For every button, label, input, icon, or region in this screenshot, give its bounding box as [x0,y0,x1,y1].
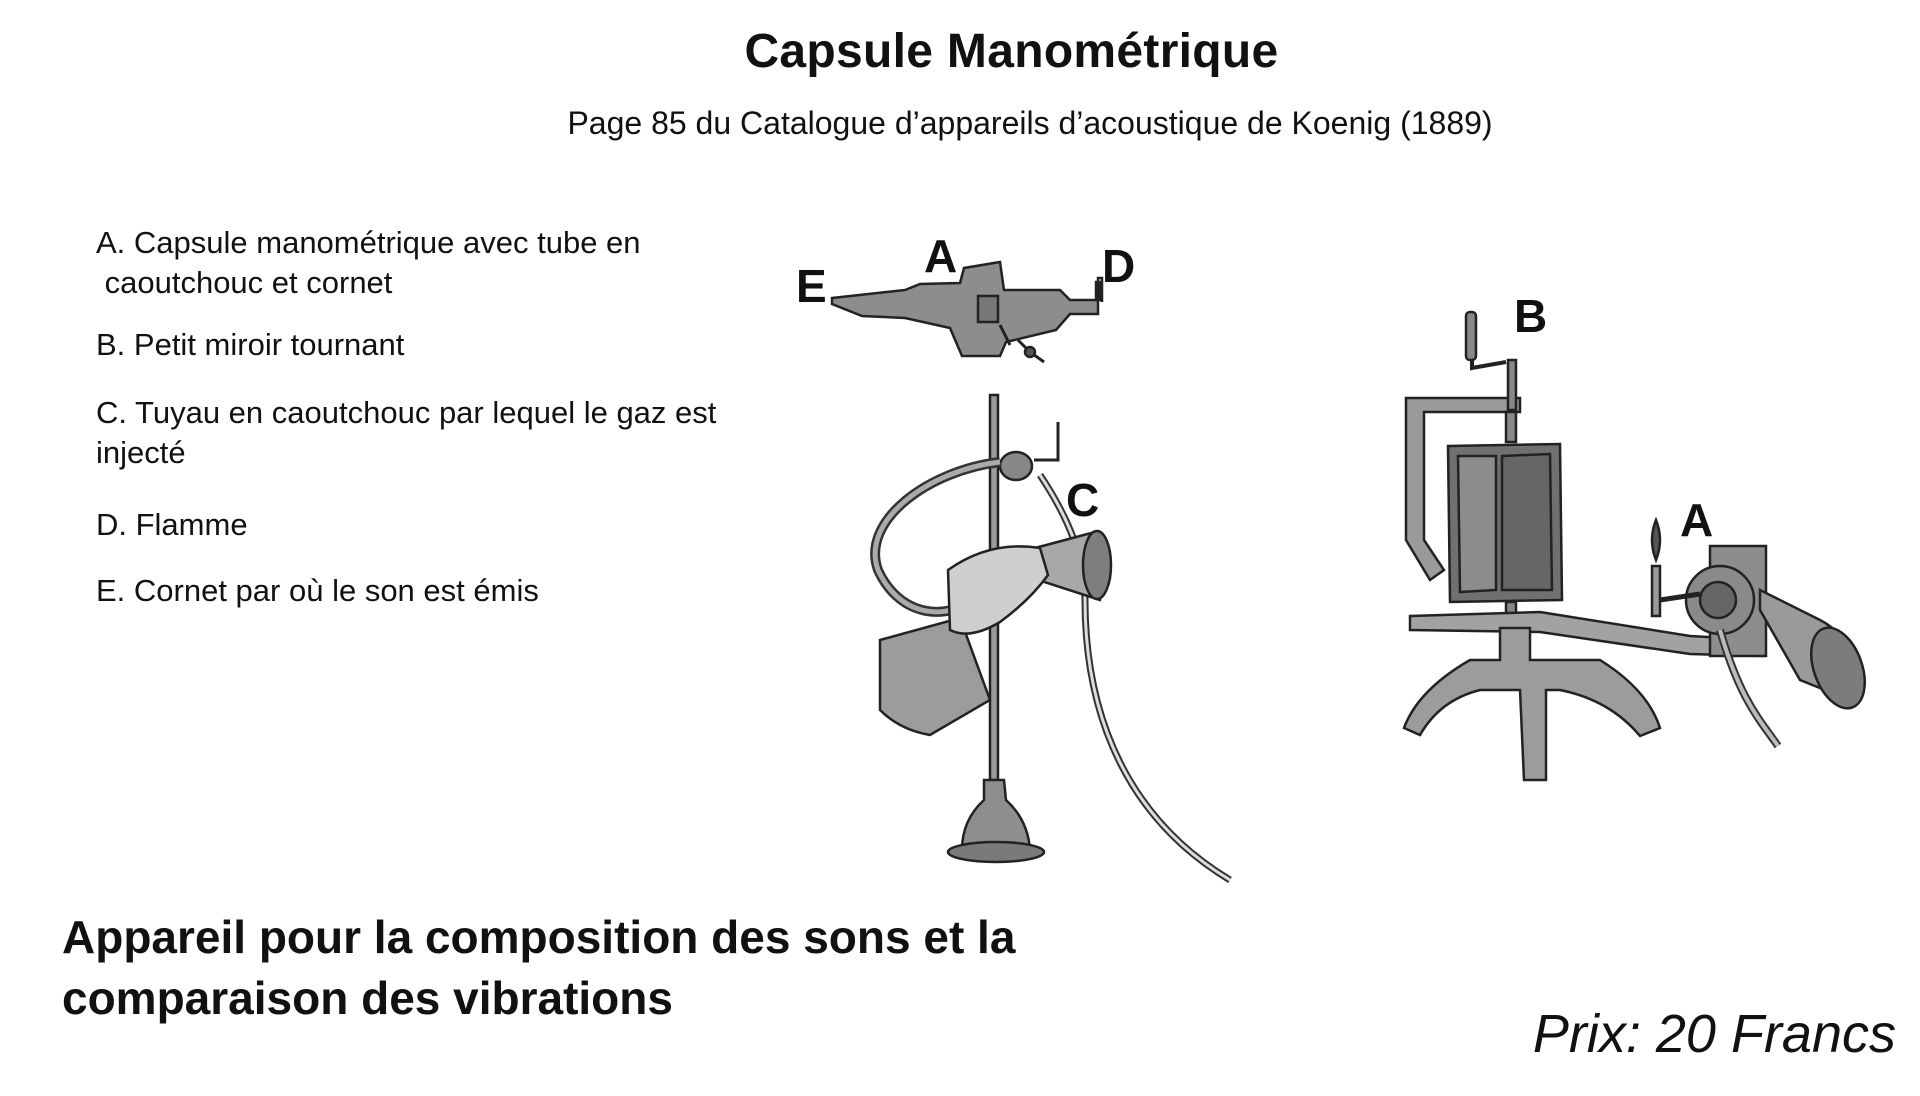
legend-item-c-line2: injecté [96,435,186,470]
page-title: Capsule Manométrique [744,25,1279,78]
legend-item-a-line2: caoutchouc et cornet [96,265,393,300]
label-a-apparatus: A [1680,494,1713,546]
legend-item-e: E. Cornet par où le son est émis [96,571,796,611]
label-d-flame: D [1102,240,1135,292]
legend-item-e-line1: E. Cornet par où le son est émis [96,573,539,608]
apparatus-heading-line2: comparaison des vibrations [62,972,673,1024]
capsule-detail-drawing [830,260,1104,364]
legend-item-a-line1: A. Capsule manométrique avec tube en [96,225,641,260]
label-a-capsule: A [924,230,957,282]
legend-item-d-line1: D. Flamme [96,507,248,542]
legend-item-a: A. Capsule manométrique avec tube en cao… [96,223,796,303]
label-c-tube: C [1066,474,1099,526]
legend-item-c: C. Tuyau en caoutchouc par lequel le gaz… [96,393,796,473]
legend-item-d: D. Flamme [96,505,796,545]
label-e-cornet: E [796,260,827,312]
price-text: Prix: 20 Francs [1532,1004,1896,1064]
apparatus-heading-line1: Appareil pour la composition des sons et… [62,911,1016,963]
legend-item-c-line1: C. Tuyau en caoutchouc par lequel le gaz… [96,395,717,430]
legend-item-b: B. Petit miroir tournant [96,325,796,365]
page-subtitle: Page 85 du Catalogue d’appareils d’acous… [567,105,1493,141]
label-b-mirror: B [1514,290,1547,342]
legend-item-b-line1: B. Petit miroir tournant [96,327,405,362]
hand-cornet-drawing [870,393,1232,884]
rotating-mirror-apparatus-drawing [1402,310,1866,782]
apparatus-heading: Appareil pour la composition des sons et… [62,907,1162,1029]
